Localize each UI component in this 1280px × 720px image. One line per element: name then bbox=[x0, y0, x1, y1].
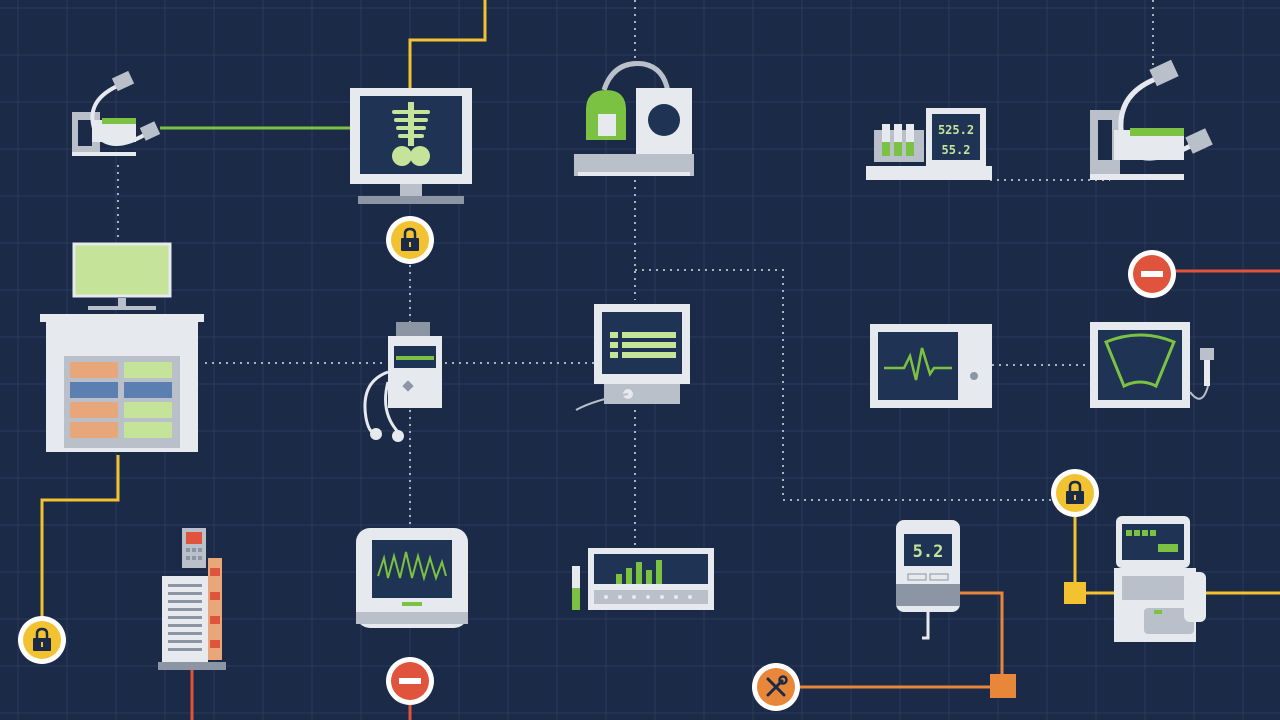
server-vents bbox=[168, 584, 202, 651]
junction-node-yellow bbox=[1064, 582, 1086, 604]
test-tubes bbox=[882, 124, 914, 156]
infusion-pump-device[interactable] bbox=[363, 322, 442, 442]
c-arm-device-left[interactable] bbox=[72, 70, 161, 156]
xray-monitor-device[interactable] bbox=[350, 88, 472, 204]
glucometer-device[interactable]: 5.2 bbox=[896, 520, 960, 640]
lock-icon bbox=[1066, 480, 1084, 504]
link-scanner-branch bbox=[635, 269, 1060, 501]
lock-badge-dialysis[interactable] bbox=[1051, 469, 1099, 517]
monitor-list-lines bbox=[610, 332, 676, 358]
blocked-badge-bottom[interactable] bbox=[386, 657, 434, 705]
ultrasound-scan-fan bbox=[1104, 333, 1176, 389]
ecg-monitor-device[interactable] bbox=[870, 324, 992, 408]
ultrasound-device[interactable] bbox=[1090, 322, 1214, 408]
analyzer-bars bbox=[616, 560, 662, 584]
patient-monitor-device[interactable] bbox=[575, 304, 690, 411]
dialysis-machine-device[interactable] bbox=[1114, 516, 1206, 642]
yellow-link-workstation-to-lock bbox=[40, 455, 120, 620]
analyzer-reading-bottom: 55.2 bbox=[942, 143, 971, 157]
blocked-badge-right[interactable] bbox=[1128, 250, 1176, 298]
lock-badge-xray[interactable] bbox=[386, 216, 434, 264]
orange-link-glucometer bbox=[960, 591, 1004, 684]
yellow-link-top-to-xray bbox=[408, 0, 487, 92]
vital-signs-monitor-device[interactable] bbox=[356, 528, 468, 628]
lock-icon bbox=[33, 627, 51, 651]
ecg-waveform bbox=[884, 347, 952, 381]
workstation-cabinet-device[interactable] bbox=[40, 242, 204, 452]
xray-skeleton-image bbox=[392, 102, 430, 166]
bar-analyzer-device[interactable] bbox=[572, 548, 714, 610]
vital-waveform bbox=[377, 551, 447, 582]
glucometer-reading: 5.2 bbox=[913, 542, 944, 562]
server-tower-device[interactable] bbox=[158, 528, 226, 670]
solid-connections bbox=[40, 0, 1280, 720]
junction-node-orange bbox=[990, 674, 1016, 698]
wrench-badge[interactable] bbox=[752, 663, 800, 711]
wrench-icon bbox=[766, 675, 788, 697]
analyzer-reading-top: 525.2 bbox=[938, 123, 974, 137]
lock-badge-workstation[interactable] bbox=[18, 616, 66, 664]
analyzer-device[interactable]: 525.2 55.2 bbox=[866, 108, 992, 180]
blocked-icon bbox=[1141, 271, 1163, 277]
lock-icon bbox=[401, 227, 419, 251]
lab-scanner-device[interactable] bbox=[574, 61, 694, 176]
c-arm-device-right[interactable] bbox=[1090, 59, 1213, 180]
server-rack-slots bbox=[70, 362, 172, 438]
blocked-icon bbox=[399, 678, 421, 684]
